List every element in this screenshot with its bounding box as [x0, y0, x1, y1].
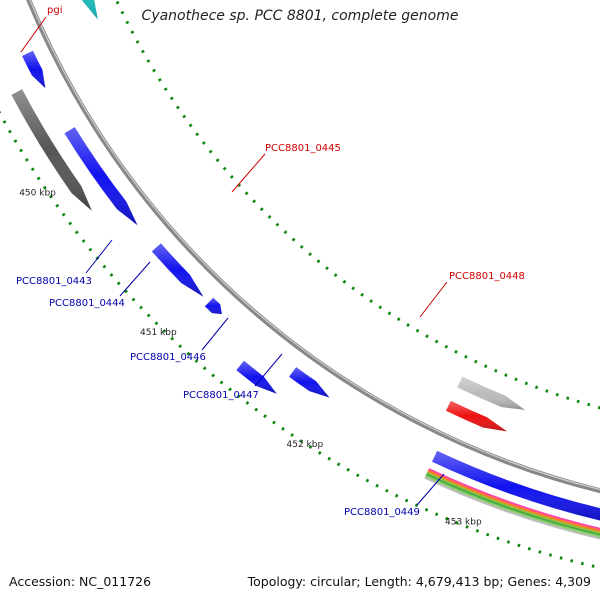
gene-feature-gene-0443[interactable] — [289, 367, 329, 397]
gene-label-leader — [232, 154, 265, 192]
gene-features — [4, 0, 600, 540]
gene-feature-gene-0444[interactable] — [236, 361, 276, 394]
gene-label-leader — [202, 318, 228, 350]
kbp-label: 453 kbp — [445, 517, 482, 527]
gene-feature-gene-0445-gray[interactable] — [457, 377, 525, 410]
gene-feature-gene-blue-c[interactable] — [152, 243, 204, 296]
gene-label-leader — [420, 282, 447, 317]
kbp-label: 452 kbp — [287, 440, 324, 450]
accession-text: Accession: NC_011726 — [9, 574, 151, 589]
gene-label-leader — [120, 262, 150, 296]
gene-label[interactable]: PCC8801_0443 — [16, 276, 92, 287]
backbone-highlight — [0, 0, 600, 514]
gene-label[interactable]: PCC8801_0445 — [265, 143, 341, 154]
gene-label[interactable]: PCC8801_0446 — [130, 352, 206, 363]
genome-title: Cyanothece sp. PCC 8801, complete genome — [0, 8, 600, 24]
gene-feature-gene-blue-a[interactable] — [22, 51, 45, 88]
gene-label[interactable]: PCC8801_0449 — [344, 507, 420, 518]
kbp-label: 450 kbp — [19, 189, 56, 199]
genome-summary-text: Topology: circular; Length: 4,679,413 bp… — [248, 574, 591, 589]
gene-label-leader — [86, 240, 112, 273]
gene-feature-gene-blue-d[interactable] — [205, 298, 222, 314]
kbp-label: 451 kbp — [140, 328, 177, 338]
gene-label-leader — [255, 354, 282, 386]
gene-label[interactable]: PCC8801_0444 — [49, 298, 125, 309]
gene-label[interactable]: PCC8801_0447 — [183, 390, 259, 401]
backbone-line — [0, 0, 600, 515]
genome-backbone — [0, 0, 600, 515]
gene-label[interactable]: PCC8801_0448 — [449, 271, 525, 282]
